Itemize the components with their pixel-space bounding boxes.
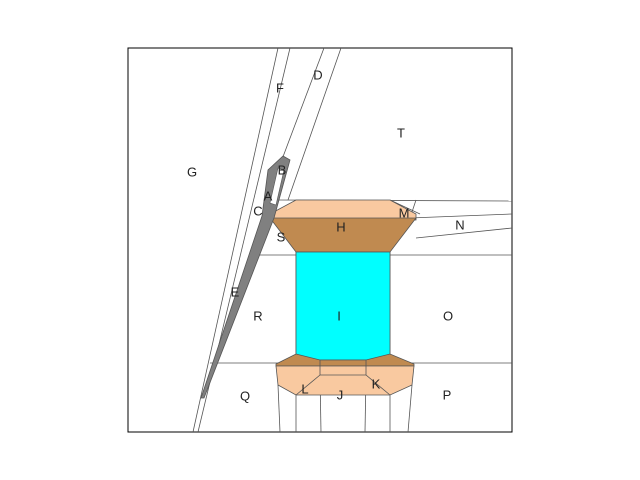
label-h: H bbox=[336, 219, 345, 234]
label-m: M bbox=[399, 205, 410, 220]
guide-line-mid bbox=[277, 47, 325, 171]
label-c: C bbox=[253, 203, 262, 218]
label-k: K bbox=[372, 376, 381, 391]
label-s: S bbox=[277, 229, 286, 244]
label-t: T bbox=[397, 125, 405, 140]
spool-thread bbox=[295, 251, 391, 361]
flange-line-a bbox=[295, 374, 321, 396]
label-d: D bbox=[313, 67, 322, 82]
band-line-n-lower bbox=[415, 227, 513, 239]
vline-6 bbox=[407, 384, 413, 433]
spool-top-flange-light bbox=[269, 199, 417, 221]
label-g: G bbox=[187, 164, 197, 179]
label-p: P bbox=[443, 387, 452, 402]
label-b: B bbox=[278, 162, 287, 177]
label-j: J bbox=[337, 387, 344, 402]
label-f: F bbox=[276, 80, 284, 95]
label-a: A bbox=[264, 188, 273, 203]
label-e: E bbox=[231, 284, 240, 299]
needle bbox=[200, 155, 291, 399]
guide-line-right bbox=[287, 47, 342, 201]
label-q: Q bbox=[240, 388, 250, 403]
label-n: N bbox=[455, 217, 464, 232]
label-i: I bbox=[337, 308, 341, 323]
label-l: L bbox=[301, 381, 308, 396]
needle-eye bbox=[269, 167, 285, 206]
spool-bottom-flange-light bbox=[275, 365, 415, 396]
label-r: R bbox=[253, 308, 262, 323]
vline-1 bbox=[277, 384, 281, 433]
label-o: O bbox=[443, 308, 453, 323]
flange-line-c bbox=[365, 374, 391, 396]
guide-line-left-outer bbox=[192, 47, 279, 433]
band-line-n-upper bbox=[409, 213, 513, 219]
spool-bottom-flange-dark bbox=[275, 353, 415, 367]
